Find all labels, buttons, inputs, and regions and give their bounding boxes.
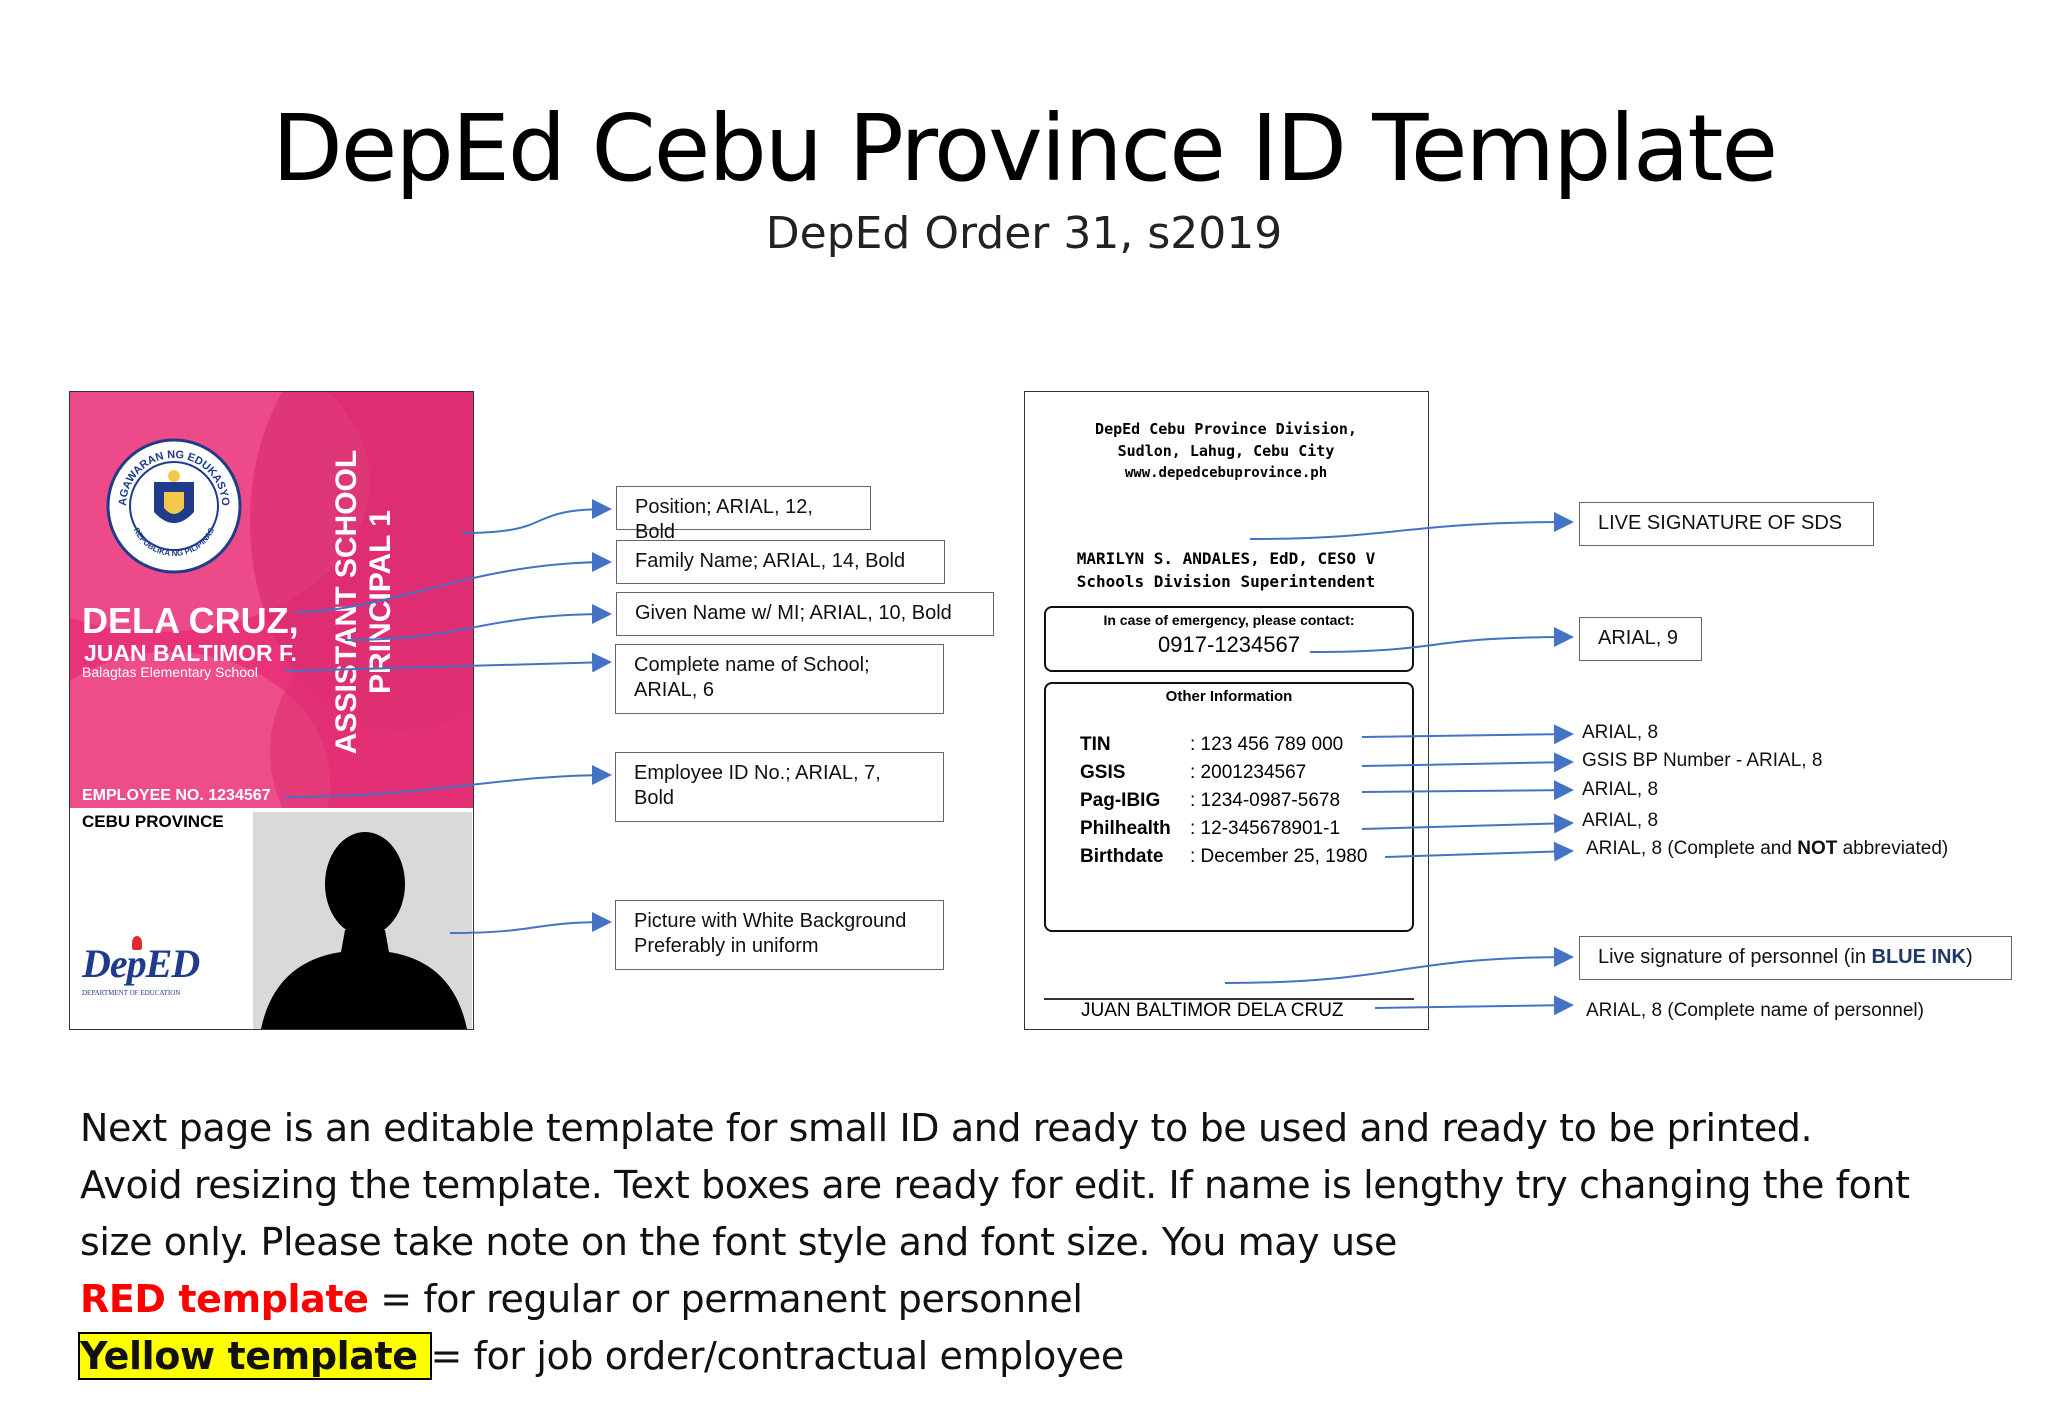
info-row: GSIS : 2001234567 bbox=[1080, 762, 1306, 784]
label-philhealth: ARIAL, 8 bbox=[1582, 810, 1659, 831]
label-personnel-sig-pre: Live signature of personnel (in bbox=[1598, 946, 1872, 968]
info-label: Birthdate bbox=[1080, 846, 1164, 867]
arrow-tin bbox=[1361, 724, 1574, 745]
arrow-picture bbox=[449, 912, 612, 934]
info-value: : December 25, 1980 bbox=[1190, 846, 1368, 867]
label-picture: Picture with White Background Preferably… bbox=[615, 900, 944, 970]
label-personnel-signature: Live signature of personnel (in BLUE INK… bbox=[1579, 936, 2012, 980]
label-school-line2: ARIAL, 6 bbox=[634, 679, 715, 701]
notes-red-line: RED template = for regular or permanent … bbox=[80, 1271, 1980, 1328]
label-birthdate-bold: NOT bbox=[1797, 838, 1838, 859]
info-label: Pag-IBIG bbox=[1080, 790, 1161, 811]
label-tin: ARIAL, 8 bbox=[1582, 722, 1659, 743]
arrow-given bbox=[344, 604, 612, 641]
sds-block: MARILYN S. ANDALES, EdD, CESO V Schools … bbox=[1025, 547, 1427, 593]
arrow-emergency bbox=[1309, 627, 1574, 653]
province-label: CEBU PROVINCE bbox=[82, 812, 224, 831]
personnel-name: JUAN BALTIMOR DELA CRUZ bbox=[1081, 1000, 1344, 1021]
arrow-family bbox=[294, 552, 612, 613]
label-birthdate-post: abbreviated) bbox=[1837, 838, 1949, 859]
label-personnel-sig-bold: BLUE INK bbox=[1871, 946, 1966, 968]
info-value: : 2001234567 bbox=[1190, 762, 1307, 783]
label-position: Position; ARIAL, 12, Bold bbox=[616, 486, 871, 543]
label-school: Complete name of School; ARIAL, 6 bbox=[615, 644, 944, 714]
info-value: : 1234-0987-5678 bbox=[1190, 790, 1341, 811]
arrow-personnel-sig bbox=[1224, 947, 1574, 984]
page-subtitle: DepEd Order 31, s2019 bbox=[765, 208, 1283, 259]
label-gsis: GSIS BP Number - ARIAL, 8 bbox=[1582, 750, 1823, 771]
label-birthdate-pre: ARIAL, 8 (Complete and bbox=[1586, 838, 1798, 859]
arrow-birthdate bbox=[1384, 841, 1574, 862]
label-employee-id: Employee ID No.; ARIAL, 7, Bold bbox=[615, 752, 944, 822]
info-row: Pag-IBIG : 1234-0987-5678 bbox=[1080, 790, 1340, 812]
division-line3: www.depedcebuprovince.ph bbox=[1124, 465, 1328, 481]
arrow-sds bbox=[1249, 512, 1574, 540]
other-info-title: Other Information bbox=[1165, 688, 1293, 705]
given-name: JUAN BALTIMOR F. bbox=[84, 640, 297, 666]
arrow-personnel-name bbox=[1374, 995, 1574, 1016]
deped-seal-icon: KAGAWARAN NG EDUKASYON REPUBLIKA NG PILI… bbox=[102, 429, 242, 574]
info-row: Philhealth : 12-345678901-1 bbox=[1080, 818, 1340, 840]
label-birthdate: ARIAL, 8 (Complete and NOT abbreviated) bbox=[1586, 838, 1948, 860]
employee-number: EMPLOYEE NO. 1234567 bbox=[82, 787, 271, 804]
notes-yellow-line: Yellow template = for job order/contract… bbox=[77, 1328, 1980, 1385]
label-family-name: Family Name; ARIAL, 14, Bold bbox=[616, 540, 945, 584]
torch-icon bbox=[132, 936, 142, 950]
photo-placeholder bbox=[253, 812, 472, 1029]
info-row: TIN : 123 456 789 000 bbox=[1080, 734, 1343, 756]
red-template-desc: = for regular or permanent personnel bbox=[368, 1277, 1083, 1321]
label-pagibig: ARIAL, 8 bbox=[1582, 779, 1659, 800]
arrow-position bbox=[461, 499, 612, 534]
school-name: Balagtas Elementary School bbox=[82, 664, 258, 680]
arrow-gsis bbox=[1361, 752, 1574, 773]
info-row: Birthdate : December 25, 1980 bbox=[1080, 846, 1367, 868]
id-back-card: DepEd Cebu Province Division, Sudlon, La… bbox=[1024, 391, 1429, 1030]
notes-line1: Next page is an editable template for sm… bbox=[80, 1106, 1813, 1150]
arrow-philhealth bbox=[1361, 813, 1574, 834]
notes-line3: size only. Please take note on the font … bbox=[80, 1220, 1398, 1264]
division-header: DepEd Cebu Province Division, Sudlon, La… bbox=[1025, 418, 1427, 484]
arrow-school bbox=[284, 652, 612, 673]
notes-block: Next page is an editable template for sm… bbox=[77, 1100, 1980, 1385]
label-sds-signature: LIVE SIGNATURE OF SDS bbox=[1579, 502, 1874, 546]
yellow-template-label: Yellow template bbox=[77, 1332, 433, 1380]
label-personnel-name: ARIAL, 8 (Complete name of personnel) bbox=[1586, 1000, 1924, 1021]
division-line2: Sudlon, Lahug, Cebu City bbox=[1117, 442, 1335, 460]
info-label: TIN bbox=[1080, 734, 1111, 755]
info-value: : 123 456 789 000 bbox=[1190, 734, 1344, 755]
info-value: : 12-345678901-1 bbox=[1190, 818, 1341, 839]
division-line1: DepEd Cebu Province Division, bbox=[1095, 420, 1357, 438]
label-empid-line1: Employee ID No.; ARIAL, 7, bbox=[634, 762, 881, 784]
notes-line2: Avoid resizing the template. Text boxes … bbox=[80, 1163, 1910, 1207]
id-front-card: KAGAWARAN NG EDUKASYON REPUBLIKA NG PILI… bbox=[69, 391, 474, 1030]
label-empid-line2: Bold bbox=[634, 787, 675, 809]
emergency-label: In case of emergency, please contact: bbox=[1103, 612, 1355, 628]
label-picture-line2: Preferably in uniform bbox=[634, 935, 819, 957]
front-pink-panel: KAGAWARAN NG EDUKASYON REPUBLIKA NG PILI… bbox=[70, 392, 473, 808]
deped-logo-subtext: DEPARTMENT OF EDUCATION bbox=[82, 989, 181, 997]
info-label: Philhealth bbox=[1080, 818, 1171, 839]
sds-title: Schools Division Superintendent bbox=[1076, 572, 1376, 591]
info-label: GSIS bbox=[1080, 762, 1126, 783]
arrow-pagibig bbox=[1361, 780, 1574, 801]
label-given-name: Given Name w/ MI; ARIAL, 10, Bold bbox=[616, 592, 994, 636]
label-emergency-font: ARIAL, 9 bbox=[1579, 617, 1702, 661]
arrow-employee bbox=[284, 765, 612, 798]
label-picture-line1: Picture with White Background bbox=[634, 910, 907, 932]
red-template-label: RED template bbox=[80, 1277, 369, 1321]
person-silhouette-icon bbox=[261, 832, 467, 1029]
signature-line bbox=[1044, 998, 1414, 1000]
emergency-number: 0917-1234567 bbox=[1158, 632, 1300, 657]
family-name: DELA CRUZ, bbox=[82, 600, 299, 641]
sds-name: MARILYN S. ANDALES, EdD, CESO V bbox=[1076, 549, 1376, 568]
label-personnel-sig-post: ) bbox=[1965, 946, 1973, 968]
label-school-line1: Complete name of School; bbox=[634, 654, 870, 676]
page-title: DepEd Cebu Province ID Template bbox=[271, 95, 1778, 202]
emergency-box: In case of emergency, please contact: 09… bbox=[1044, 606, 1414, 672]
yellow-template-desc: = for job order/contractual employee bbox=[430, 1334, 1124, 1378]
